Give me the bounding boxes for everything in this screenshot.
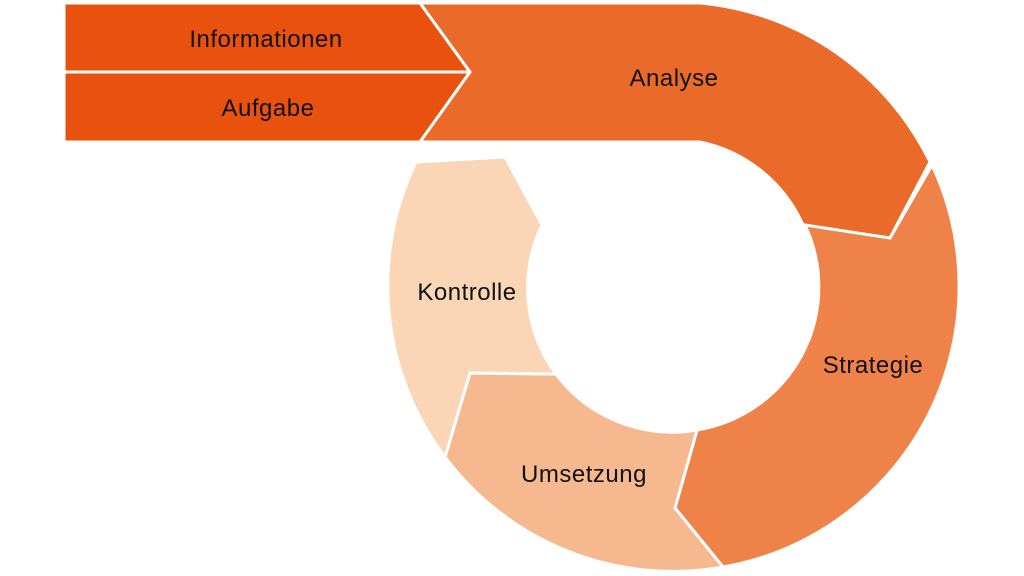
stage-analyse-label: Analyse [630, 65, 719, 92]
stage-strategie-label: Strategie [823, 352, 924, 379]
stage-analyse-shape [417, 1, 932, 240]
stage-strategie-shape [673, 161, 961, 569]
input-informationen-label: Informationen [189, 26, 342, 53]
stage-kontrolle-label: Kontrolle [417, 279, 516, 306]
input-aufgabe-label: Aufgabe [222, 95, 315, 122]
stage-umsetzung-label: Umsetzung [521, 461, 647, 488]
stage-umsetzung-shape [443, 371, 726, 573]
stage-kontrolle-shape [386, 155, 559, 461]
